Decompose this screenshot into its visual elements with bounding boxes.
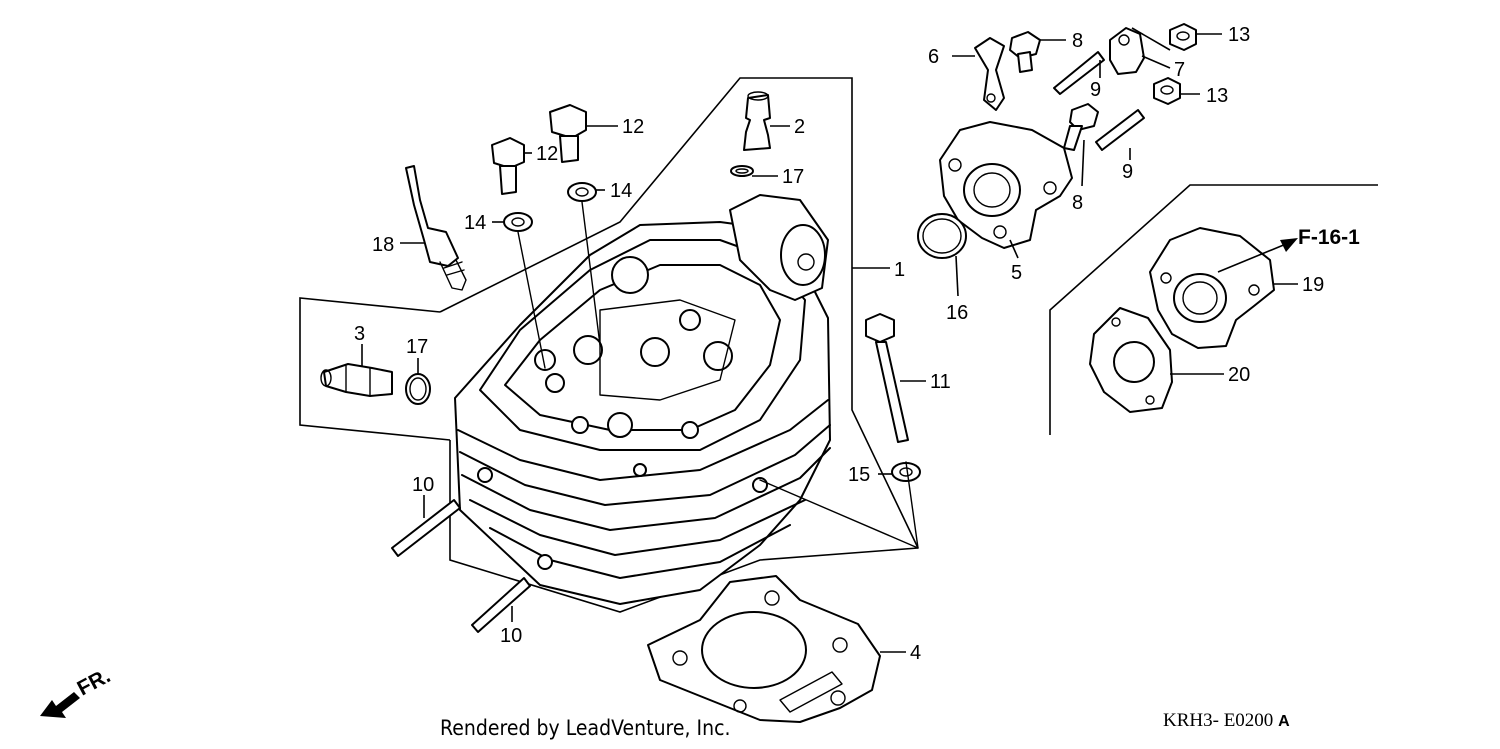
part-8-bolt	[1009, 31, 1099, 151]
callout-9-upper: 9	[1090, 79, 1101, 101]
callout-11: 11	[930, 371, 951, 393]
part-9-stud	[1053, 51, 1145, 151]
callout-1: 1	[894, 259, 905, 281]
part-12-bolt	[491, 104, 587, 195]
callout-8-upper: 8	[1072, 30, 1083, 52]
rendered-by-credit: Rendered by LeadVenture, Inc.	[440, 716, 731, 740]
callout-6: 6	[928, 46, 939, 68]
callout-13-lower: 13	[1206, 85, 1228, 107]
callout-8-lower: 8	[1072, 192, 1083, 214]
callout-7: 7	[1174, 59, 1185, 81]
callout-19: 19	[1302, 274, 1324, 296]
callout-12-right: 12	[622, 116, 644, 138]
callout-9-lower: 9	[1122, 161, 1133, 183]
part-10-stud	[391, 499, 531, 633]
callout-14-left: 14	[464, 212, 486, 234]
part-18-spark-plug	[405, 165, 467, 291]
front-marker-label: FR.	[74, 664, 115, 700]
part-13-nut	[1153, 23, 1197, 105]
callout-15: 15	[848, 464, 870, 486]
part-14-washer	[503, 182, 597, 232]
part-3-fitting	[320, 363, 393, 397]
part-11-bolt	[865, 313, 909, 443]
callout-18: 18	[372, 234, 394, 256]
callout-labels: 1 2 3 4 5 6 7 8 8 9 9 10 10 11 12 12 13 …	[354, 24, 1360, 664]
callout-2: 2	[794, 116, 805, 138]
callout-13-upper: 13	[1228, 24, 1250, 46]
callout-14-right: 14	[610, 180, 632, 202]
callout-3: 3	[354, 323, 365, 345]
part-7-clamp	[1109, 27, 1145, 75]
callout-20: 20	[1228, 364, 1250, 386]
diagram-code: KRH3- E0200 A	[1163, 710, 1290, 732]
reference-link-f-16-1[interactable]: F-16-1	[1298, 226, 1360, 249]
part-17-o-ring	[405, 165, 754, 405]
front-direction-marker: FR.	[40, 664, 114, 718]
diagram-code-main: KRH3- E0200	[1163, 710, 1274, 731]
part-20-gasket	[1089, 307, 1173, 413]
assembly-boundary	[299, 77, 1378, 613]
cylinder-head	[454, 194, 831, 605]
callout-16: 16	[946, 302, 968, 324]
part-19-insulator	[1149, 227, 1275, 349]
diagram-code-suffix: A	[1278, 713, 1290, 730]
part-6-bracket	[974, 37, 1005, 111]
callout-10-upper: 10	[412, 474, 434, 496]
callout-4: 4	[910, 642, 921, 664]
callout-5: 5	[1011, 262, 1022, 284]
callout-17-lower: 17	[406, 336, 428, 358]
part-4-gasket	[647, 575, 881, 723]
part-2-fitting	[743, 91, 771, 151]
callout-17-upper: 17	[782, 166, 804, 188]
part-16-o-ring	[917, 213, 967, 259]
leader-lines	[361, 27, 1298, 653]
callout-10-lower: 10	[500, 625, 522, 647]
callout-12-left: 12	[536, 143, 558, 165]
